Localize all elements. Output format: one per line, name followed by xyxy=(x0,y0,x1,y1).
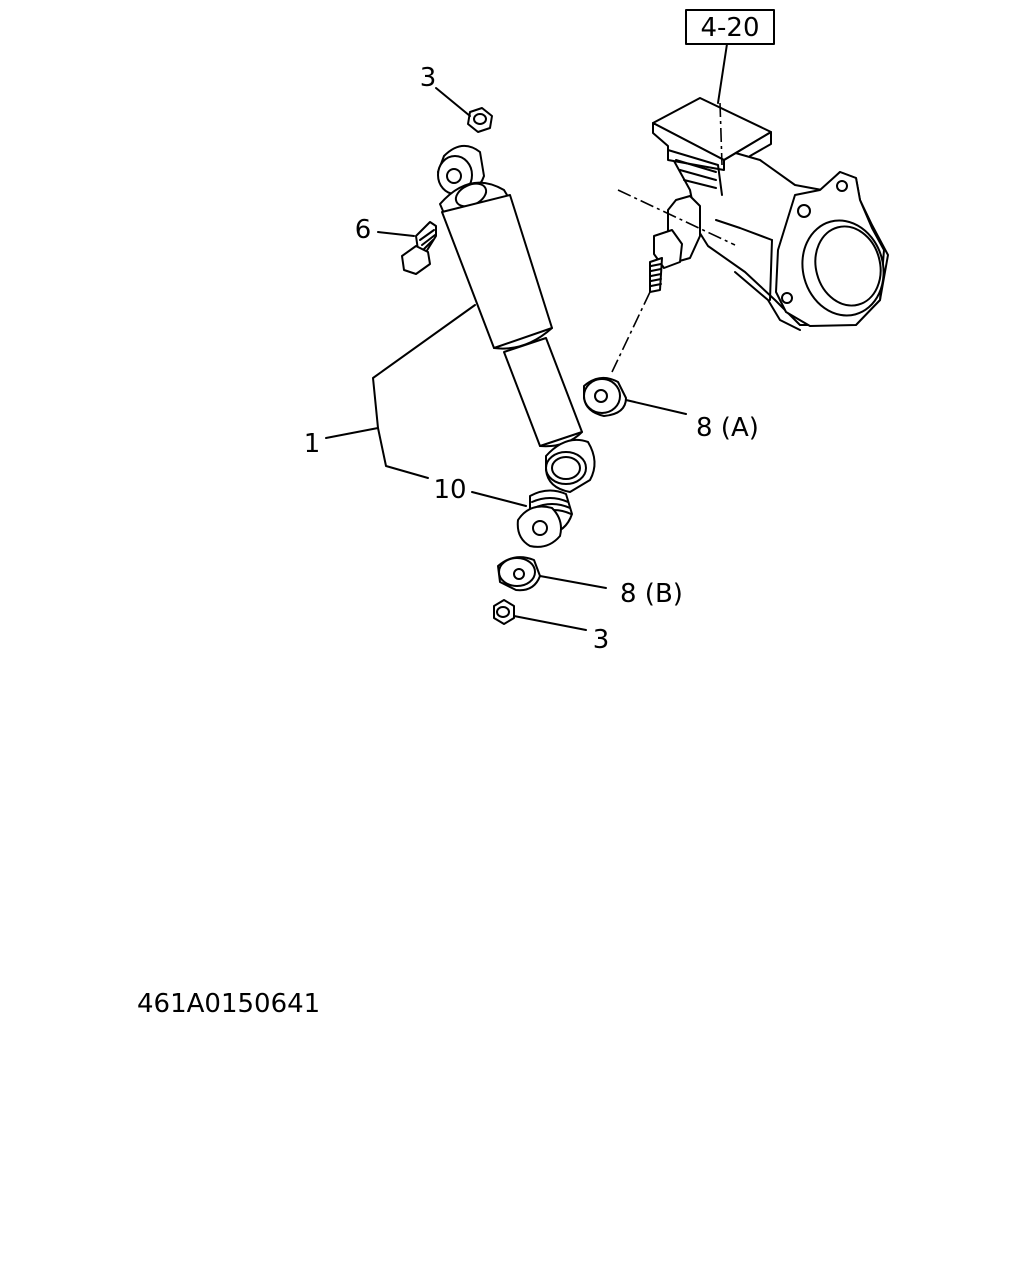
centre-line-reference xyxy=(719,102,723,166)
centre-line-horizontal xyxy=(617,189,736,246)
nut-bottom[interactable] xyxy=(493,599,515,625)
reference-box[interactable]: 4-20 xyxy=(685,9,775,45)
callout-bolt[interactable]: 6 xyxy=(355,215,372,245)
nut-top[interactable] xyxy=(467,107,493,133)
frame-bracket xyxy=(649,97,889,331)
callout-nut-bottom[interactable]: 3 xyxy=(593,625,610,655)
bushing-lower[interactable] xyxy=(516,489,573,548)
washer-b[interactable] xyxy=(497,556,541,592)
centre-line-stud xyxy=(611,291,651,373)
bolt[interactable] xyxy=(401,221,437,275)
leader-washer-b xyxy=(539,575,607,589)
leader-nut-top xyxy=(435,87,471,117)
shock-absorber[interactable] xyxy=(437,145,596,493)
leader-shock-absorber xyxy=(325,427,379,439)
reference-box-frame xyxy=(685,9,775,45)
figure-code: 461A0150641 xyxy=(137,989,320,1019)
leader-nut-bottom xyxy=(513,615,587,631)
callout-shock-absorber[interactable]: 1 xyxy=(304,429,321,459)
bushing-a[interactable] xyxy=(583,376,627,417)
reference-leader xyxy=(717,43,728,104)
leader-bushing-a xyxy=(625,399,687,415)
callout-nut-top[interactable]: 3 xyxy=(420,63,437,93)
reference-box-label: 4-20 xyxy=(700,13,759,43)
leader-bolt xyxy=(377,231,415,237)
callout-washer-b[interactable]: 8 (B) xyxy=(620,579,683,609)
leader-bushing-lower xyxy=(471,491,527,507)
leader-shock-absorber-upper xyxy=(372,304,476,429)
callout-bushing-a[interactable]: 8 (A) xyxy=(696,413,759,443)
leader-shock-absorber-lower xyxy=(377,427,429,479)
callout-bushing-lower[interactable]: 10 xyxy=(433,475,466,505)
